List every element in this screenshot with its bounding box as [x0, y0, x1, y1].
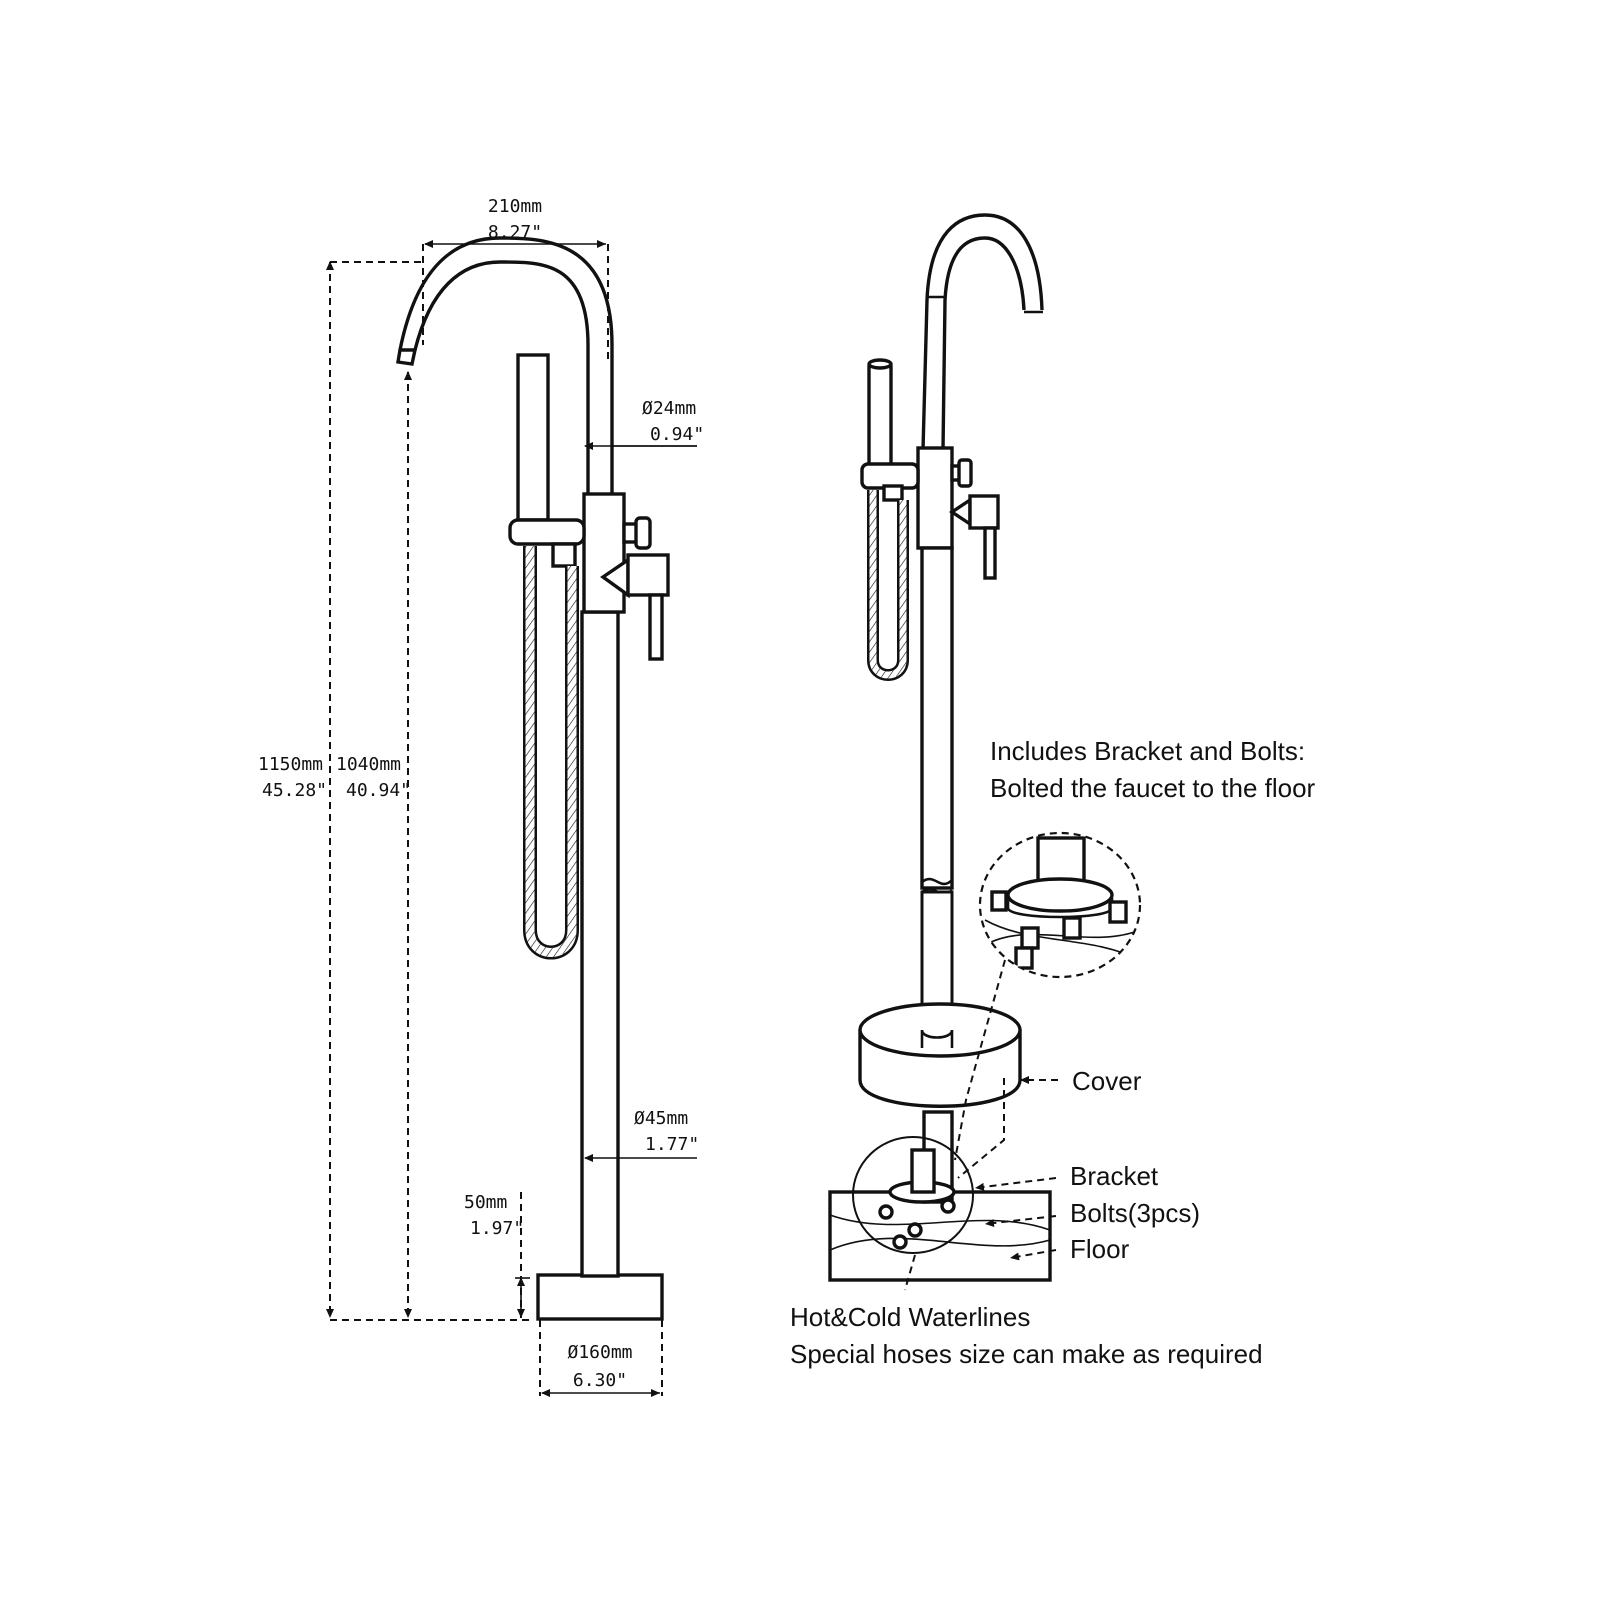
spout-outer: [413, 260, 590, 494]
note-waterlines-line2: Special hoses size can make as required: [790, 1339, 1263, 1369]
spout-tip: [396, 348, 418, 366]
hose-connector: [551, 542, 577, 568]
detail-view-bracket: [978, 831, 1142, 979]
left-dimensions: 210mm 8.27" Ø24mm 0.94" 1150mm 45.28" 10…: [258, 196, 704, 1397]
left-faucet-drawing: [396, 236, 670, 1321]
diverter-knob: [634, 516, 652, 550]
right-handshower: [867, 360, 893, 474]
dim-base-height-in: 1.97": [470, 1218, 524, 1239]
detail-bracket: [1006, 877, 1114, 913]
callout-cover: Cover: [1072, 1066, 1142, 1096]
dim-column-dia-in: 1.77": [645, 1134, 699, 1155]
right-lever-arm: [983, 526, 997, 580]
base-plate: [536, 1273, 664, 1321]
callout-bolts: Bolts(3pcs): [1070, 1198, 1200, 1228]
right-spout-inner: [941, 236, 1026, 451]
right-diverter-knob: [957, 458, 973, 488]
note-waterlines-line1: Hot&Cold Waterlines: [790, 1302, 1030, 1332]
right-faucet-drawing: [828, 213, 1052, 1282]
right-lever-body: [968, 494, 1000, 530]
callout-floor: Floor: [1070, 1234, 1130, 1264]
note-includes-line2: Bolted the faucet to the floor: [990, 773, 1316, 803]
dim-base-dia-mm: Ø160mm: [567, 1342, 632, 1363]
handshower-holder: [508, 518, 586, 546]
right-spout-outer: [921, 213, 1044, 451]
dim-column-dia-mm: Ø45mm: [634, 1108, 688, 1129]
callout-bracket: Bracket: [1070, 1161, 1159, 1191]
dim-total-height-mm: 1150mm: [258, 754, 323, 775]
dim-spout-height-mm: 1040mm: [336, 754, 401, 775]
spout-inner: [398, 236, 614, 494]
right-valve-body: [916, 446, 954, 550]
valve-body: [582, 492, 626, 614]
dim-spout-reach-mm: 210mm: [488, 196, 542, 217]
dim-total-height-in: 45.28": [262, 780, 327, 801]
dim-spout-dia-in: 0.94": [650, 424, 704, 445]
main-column: [580, 610, 620, 1278]
dim-base-dia-in: 6.30": [573, 1370, 627, 1391]
dim-spout-reach-in: 8.27": [488, 222, 542, 243]
detail-circle: [978, 831, 1142, 979]
handshower: [516, 353, 550, 522]
dim-spout-height-in: 40.94": [346, 780, 411, 801]
dim-spout-dia-mm: Ø24mm: [642, 398, 696, 419]
lever-body: [626, 553, 670, 597]
floor-block: [828, 1190, 1052, 1282]
right-hose: [867, 490, 909, 681]
detail-bolts: [990, 890, 1128, 970]
hose-outline: [523, 546, 579, 960]
leader-lines: [904, 959, 1058, 1291]
right-column-upper: [920, 546, 954, 890]
lever-arm: [648, 593, 664, 661]
note-includes-line1: Includes Bracket and Bolts:: [990, 736, 1305, 766]
break-line: [921, 877, 953, 886]
dim-base-height-mm: 50mm: [464, 1192, 507, 1213]
